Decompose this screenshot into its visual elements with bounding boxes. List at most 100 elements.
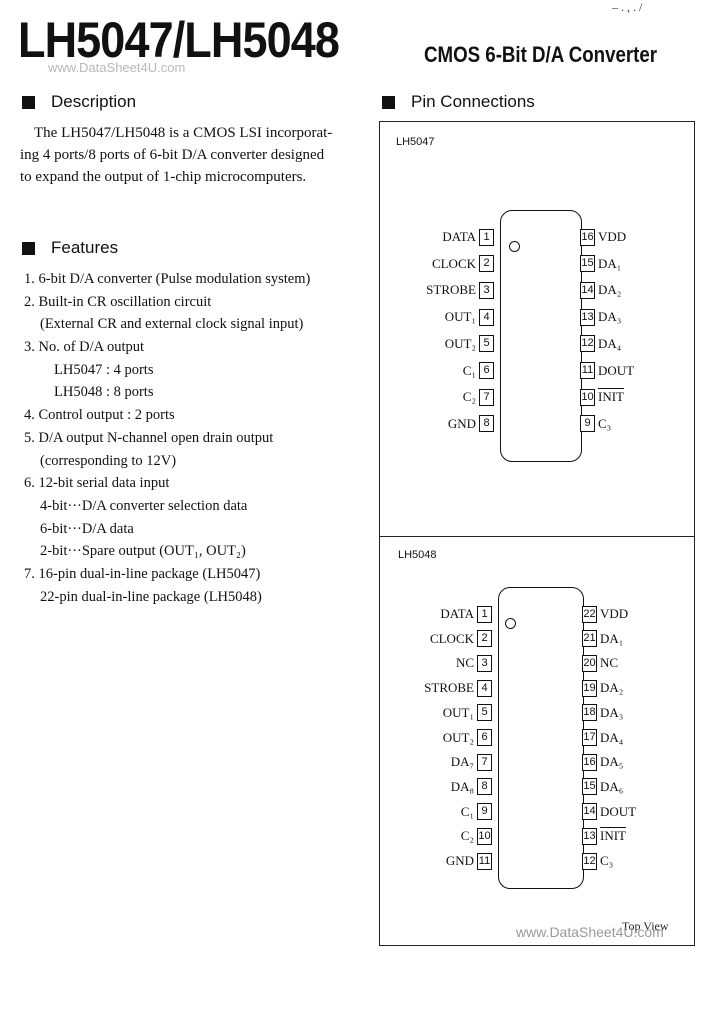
pin-name: DA₁ bbox=[600, 630, 624, 646]
pin-number: 7 bbox=[479, 388, 494, 406]
pin-number: 15 bbox=[582, 778, 597, 796]
pin-number: 15 bbox=[580, 255, 595, 273]
pin-number: 5 bbox=[479, 335, 494, 353]
description-text: The LH5047/LH5048 is a CMOS LSI incorpor… bbox=[20, 122, 338, 188]
pin-name: OUT₁ bbox=[442, 704, 474, 720]
pin-number: 6 bbox=[479, 362, 494, 379]
pin-number: 21 bbox=[582, 630, 597, 648]
feature-line: 1. 6-bit D/A converter (Pulse modulation… bbox=[24, 271, 311, 287]
pin-number: 9 bbox=[477, 803, 492, 821]
feature-line: 2. Built-in CR oscillation circuit bbox=[24, 293, 212, 310]
pin-number: 9 bbox=[580, 415, 595, 433]
pin-name: CLOCK bbox=[429, 630, 474, 646]
pin-number: 22 bbox=[582, 605, 597, 623]
pin-number: 8 bbox=[479, 415, 494, 433]
pin-number: 16 bbox=[582, 753, 597, 771]
pin-name: C₃ bbox=[600, 853, 614, 868]
pin-name: VDD bbox=[600, 606, 629, 621]
features-heading: Features bbox=[22, 238, 118, 258]
feature-line: LH5047 : 4 ports bbox=[54, 361, 154, 378]
page-subtitle: CMOS 6-Bit D/A Converter bbox=[424, 42, 658, 67]
pin-name: DA₃ bbox=[598, 309, 622, 325]
pin-number: 10 bbox=[477, 827, 492, 845]
features-list: 1. 6-bit D/A converter (Pulse modulation… bbox=[24, 268, 344, 608]
feature-line: 6-bit···D/A data bbox=[40, 520, 134, 537]
pin-name: CLOCK bbox=[431, 255, 476, 271]
pin-number: 6 bbox=[477, 729, 492, 746]
pin-name: DATA bbox=[440, 606, 474, 621]
pin-number: 10 bbox=[580, 388, 595, 406]
pin-name: INIT bbox=[598, 389, 624, 405]
pin-name: OUT₁ bbox=[444, 309, 476, 325]
pin-name: C₂ bbox=[462, 389, 476, 405]
pin-number: 18 bbox=[582, 704, 597, 722]
pin-number: 14 bbox=[580, 281, 595, 299]
pin-name: DOUT bbox=[600, 803, 637, 819]
top-view-label: Top View bbox=[622, 919, 669, 933]
pin-number: 8 bbox=[477, 778, 492, 796]
pin-name: OUT₂ bbox=[442, 729, 474, 745]
pin-number: 3 bbox=[479, 281, 494, 299]
pin-name: STROBE bbox=[424, 680, 474, 696]
feature-line: 2-bit···Spare output (OUT₁, OUT₂) bbox=[40, 543, 246, 560]
pin-name: DA₆ bbox=[600, 778, 624, 794]
pin-name: DOUT bbox=[598, 362, 635, 378]
feature-line: 6. 12-bit serial data input bbox=[24, 475, 170, 492]
pin-number: 12 bbox=[582, 852, 597, 870]
feature-line: 5. D/A output N-channel open drain outpu… bbox=[24, 429, 274, 446]
pin-name: GND bbox=[447, 415, 476, 431]
pin-number: 19 bbox=[582, 679, 597, 697]
features-heading-text: Features bbox=[51, 238, 119, 257]
pin-name: INIT bbox=[600, 828, 626, 844]
pin-number: 12 bbox=[580, 335, 595, 353]
lh5048-chip-body bbox=[498, 587, 584, 889]
pin1-marker-icon bbox=[505, 618, 516, 629]
pin-number: 1 bbox=[479, 228, 494, 246]
description-heading: Description bbox=[22, 92, 136, 112]
pin-name: C₃ bbox=[598, 415, 612, 431]
corner-mark: – . , . / bbox=[612, 0, 643, 14]
section-bullet-icon bbox=[382, 95, 395, 109]
watermark-bottom: www.DataSheet4U.com bbox=[516, 924, 664, 940]
pin-number: 17 bbox=[582, 729, 597, 746]
pin-name: GND bbox=[445, 853, 474, 868]
pin-number: 2 bbox=[479, 255, 494, 273]
description-line: to expand the output of 1-chip microcomp… bbox=[20, 169, 307, 185]
feature-line: LH5048 : 8 ports bbox=[54, 384, 154, 401]
pin-number: 4 bbox=[479, 308, 494, 326]
lh5047-chip-body bbox=[500, 210, 582, 462]
pin-number: 7 bbox=[477, 753, 492, 771]
description-heading-text: Description bbox=[51, 92, 137, 111]
pin-connections-heading: Pin Connections bbox=[382, 92, 535, 112]
pin-name: STROBE bbox=[426, 282, 476, 298]
feature-line: 3. No. of D/A output bbox=[24, 339, 145, 356]
